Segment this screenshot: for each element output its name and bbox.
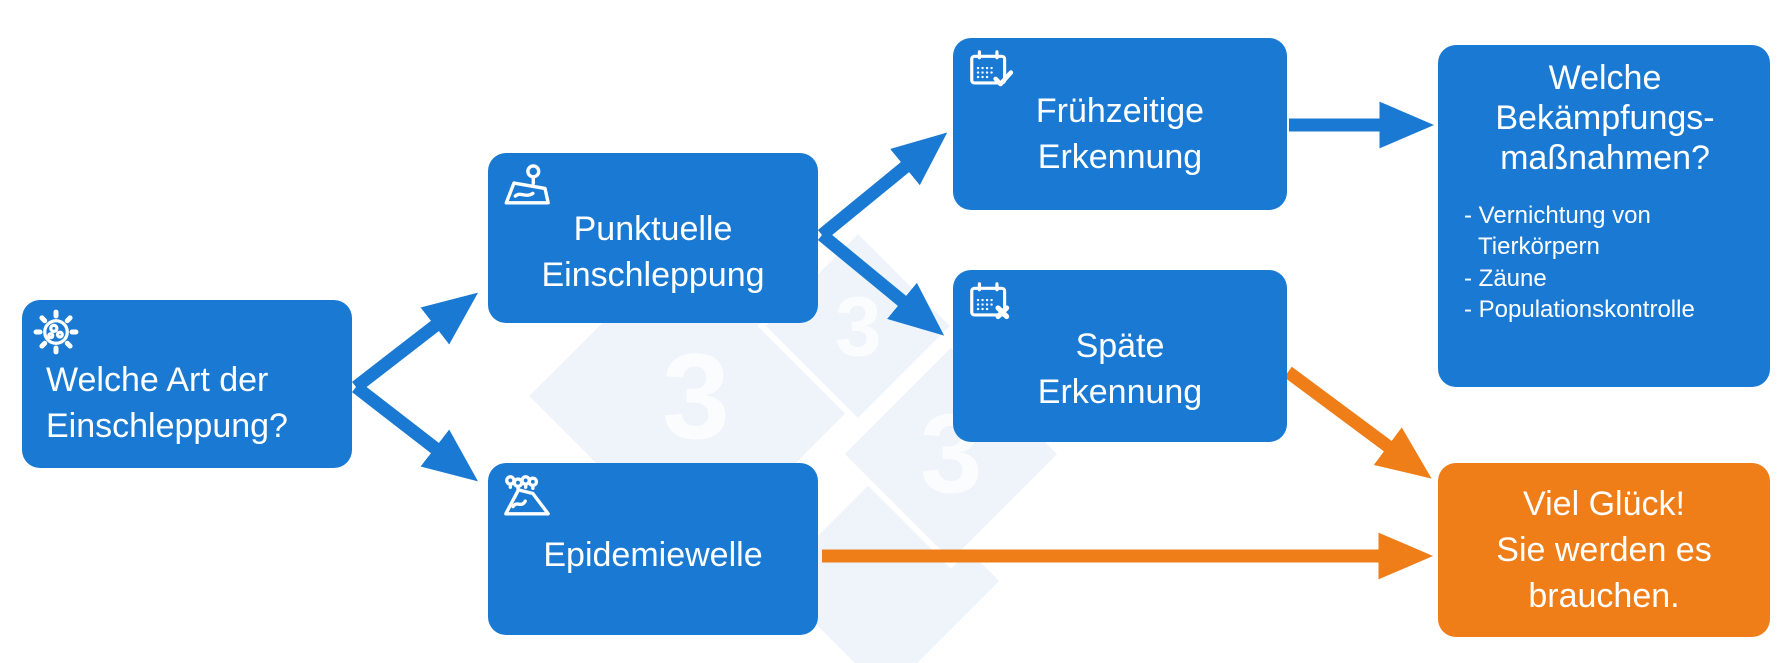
measure-item: - Populationskontrolle: [1464, 295, 1695, 323]
arrow-root-to-punktuelle: [352, 292, 479, 393]
calendar-x-icon: [965, 278, 1019, 332]
map-multi-pin-icon: [500, 471, 554, 525]
measure-item: - Zäune: [1464, 264, 1547, 292]
map-pin-icon: [500, 161, 554, 215]
arrow-root-to-epidemiewelle: [352, 381, 479, 482]
calendar-check-icon: [965, 46, 1019, 100]
node-viel-glueck: Viel Glück! Sie werden es brauchen.: [1438, 463, 1770, 637]
arrow-punktuelle-to-fruehzeitig: [817, 132, 948, 241]
node-label: Welche Art der Einschleppung?: [46, 360, 288, 445]
node-punktuelle-einschleppung: Punktuelle Einschleppung: [488, 153, 818, 323]
node-label: Frühzeitige Erkennung: [1035, 91, 1205, 176]
node-epidemiewelle: Epidemiewelle: [488, 463, 818, 635]
node-bekaempfungsmassnahmen: Welche Bekämpfungs- maßnahmen? - Vernich…: [1438, 45, 1770, 387]
measures-list: - Vernichtung von Tierkörpern - Zäune - …: [1464, 200, 1746, 325]
node-label: Viel Glück! Sie werden es brauchen.: [1496, 484, 1712, 616]
node-fruehzeitige-erkennung: Frühzeitige Erkennung: [953, 38, 1287, 210]
node-title: Welche Bekämpfungs- maßnahmen?: [1495, 59, 1715, 177]
node-welche-art-der-einschleppung: Welche Art der Einschleppung?: [22, 300, 352, 468]
node-label: Punktuelle Einschleppung: [541, 209, 765, 294]
node-label: Epidemiewelle: [543, 535, 763, 574]
arrow-spaet-to-luck: [1284, 366, 1432, 479]
measure-item: - Vernichtung von Tierkörpern: [1464, 202, 1651, 261]
node-label: Späte Erkennung: [1037, 326, 1203, 411]
virus-icon: [30, 306, 82, 358]
arrow-punktuelle-to-spaet: [817, 229, 945, 336]
node-spaete-erkennung: Späte Erkennung: [953, 270, 1287, 442]
